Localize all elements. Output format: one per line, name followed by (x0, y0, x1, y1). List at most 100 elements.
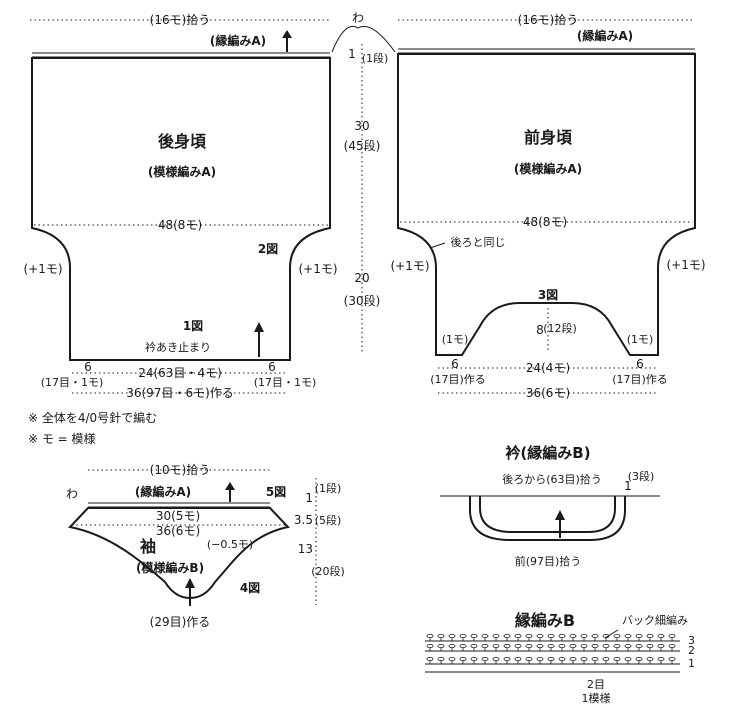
stitch-mark (613, 657, 621, 662)
sleeve-decrease: (−0.5モ) (207, 538, 253, 551)
stitch-mark (657, 634, 665, 639)
back-title: 後身頃 (158, 132, 207, 151)
stitch-mark (437, 634, 445, 639)
sleeve-fig5-label: 5図 (266, 485, 286, 499)
lower-height-rows: (30段) (344, 293, 381, 308)
stitch-mark (448, 644, 456, 649)
back-edging-arrow (282, 30, 292, 52)
sleeve-edging-label: (縁編みA) (135, 484, 191, 499)
front-body-piece: (16モ)拾う (縁編みA) 前身頃 (模様編みA) 48(8モ) 後ろと同じ … (390, 12, 705, 400)
front-one-mo-right: (1モ) (627, 333, 654, 346)
collar-piece: 衿(縁編みB) 後ろから(63目)拾う 前(97目)拾う 1 (3段) (440, 444, 660, 568)
front-same-as-back-pointer (429, 242, 446, 249)
edging-b-title: 縁編みB (515, 611, 575, 630)
front-same-as-back: 後ろと同じ (451, 235, 506, 249)
note-needle: ※ 全体を4/0号針で編む (28, 410, 157, 425)
sleeve-r1-rows: (1段) (315, 481, 342, 495)
collar-inner-outline (479, 496, 616, 533)
back-increase-right: (+1モ) (298, 262, 337, 276)
note-legend: ※ モ = 模様 (28, 432, 96, 446)
stitch-mark (657, 644, 665, 649)
stitch-mark (580, 657, 588, 662)
body-height-dimensions: わ 1 (1段) 30 (45段) 20 (30段) (331, 11, 396, 352)
stitch-mark (613, 634, 621, 639)
sleeve-width-top: 30(5モ) (156, 509, 200, 523)
edging-b-chart: 縁編みB バック細編み 3 2 1 2目 1模様 (425, 611, 695, 705)
front-one-mo-left: (1モ) (442, 333, 469, 346)
edging-b-repeat-stitches: 2目 (587, 678, 605, 691)
stitch-mark (613, 644, 621, 649)
front-pickup-label: (16モ)拾う (518, 12, 579, 27)
stitch-mark (635, 634, 643, 639)
stitch-mark (591, 644, 599, 649)
back-edging-label: (縁編みA) (210, 33, 266, 48)
front-pattern-label: (模様編みA) (514, 161, 582, 176)
stitch-mark (459, 657, 467, 662)
back-fig2-label: 2図 (258, 242, 278, 256)
collar-front-pickup: 前(97目)拾う (515, 554, 582, 568)
back-cast-on-label: 36(97目・6モ)作る (126, 386, 234, 400)
back-pattern-label: (模様編みA) (148, 164, 216, 179)
stitch-mark (481, 657, 489, 662)
stitch-mark (547, 657, 555, 662)
sleeve-fig4-label: 4図 (240, 581, 260, 595)
back-slit-label: 衿あき止まり (145, 340, 211, 354)
stitch-mark (514, 634, 522, 639)
stitch-mark (481, 634, 489, 639)
back-side-right: 6 (268, 360, 276, 374)
stitch-mark (624, 657, 632, 662)
front-count-left: (17目)作る (430, 373, 486, 386)
edging-b-note: バック細編み (622, 613, 688, 627)
stitch-mark (668, 644, 676, 649)
sleeve-r3-rows: (20段) (311, 564, 345, 578)
collar-outer-outline (469, 496, 626, 541)
stitch-mark (437, 657, 445, 662)
stitch-mark (503, 644, 511, 649)
edging-b-row2-label: 2 (688, 644, 695, 657)
sleeve-r2-rows: (5段) (315, 513, 342, 527)
sleeve-piece: (10モ)拾う わ (縁編みA) 5図 30(5モ) 36(6モ) (−0.5モ… (66, 462, 345, 629)
edging-b-stitch-marks (426, 634, 676, 664)
sleeve-direction-arrow (185, 578, 195, 606)
edging-b-note-pointer (604, 629, 619, 639)
stitch-mark (536, 644, 544, 649)
sleeve-r2-number: 3.5 (294, 513, 313, 527)
stitch-mark (503, 657, 511, 662)
stitch-mark (591, 634, 599, 639)
stitch-mark (668, 634, 676, 639)
stitch-mark (514, 644, 522, 649)
stitch-mark (470, 657, 478, 662)
stitch-mark (448, 657, 456, 662)
stitch-mark (525, 634, 533, 639)
front-count-right: (17目)作る (612, 373, 668, 386)
back-side-left: 6 (84, 360, 92, 374)
stitch-mark (646, 644, 654, 649)
top-rows-number: 1 (348, 47, 356, 61)
edging-b-stitch-rows (425, 634, 680, 673)
stitch-mark (602, 644, 610, 649)
back-fig1-label: 1図 (183, 319, 203, 333)
stitch-mark (459, 634, 467, 639)
collar-direction-arrow (555, 510, 565, 538)
front-side-right: 6 (636, 357, 644, 371)
stitch-mark (448, 634, 456, 639)
stitch-mark (503, 634, 511, 639)
stitch-mark (668, 657, 676, 662)
sleeve-pickup-label: (10モ)拾う (150, 462, 211, 477)
stitch-mark (426, 634, 434, 639)
stitch-mark (525, 657, 533, 662)
back-increase-left: (+1モ) (23, 262, 62, 276)
stitch-mark (514, 657, 522, 662)
collar-back-pickup: 後ろから(63目)拾う (502, 472, 602, 486)
stitch-mark (525, 644, 533, 649)
stitch-mark (426, 657, 434, 662)
front-title: 前身頃 (524, 128, 573, 147)
front-neck-rows: (12段) (543, 321, 577, 335)
stitch-mark (547, 634, 555, 639)
stitch-mark (635, 657, 643, 662)
front-center-width: 24(4モ) (526, 361, 570, 375)
edging-b-row1-label: 1 (688, 657, 695, 670)
front-body-outline (397, 53, 696, 356)
notes: ※ 全体を4/0号針で編む ※ モ = 模様 (28, 410, 157, 446)
front-neck-depth: 8 (536, 323, 544, 337)
